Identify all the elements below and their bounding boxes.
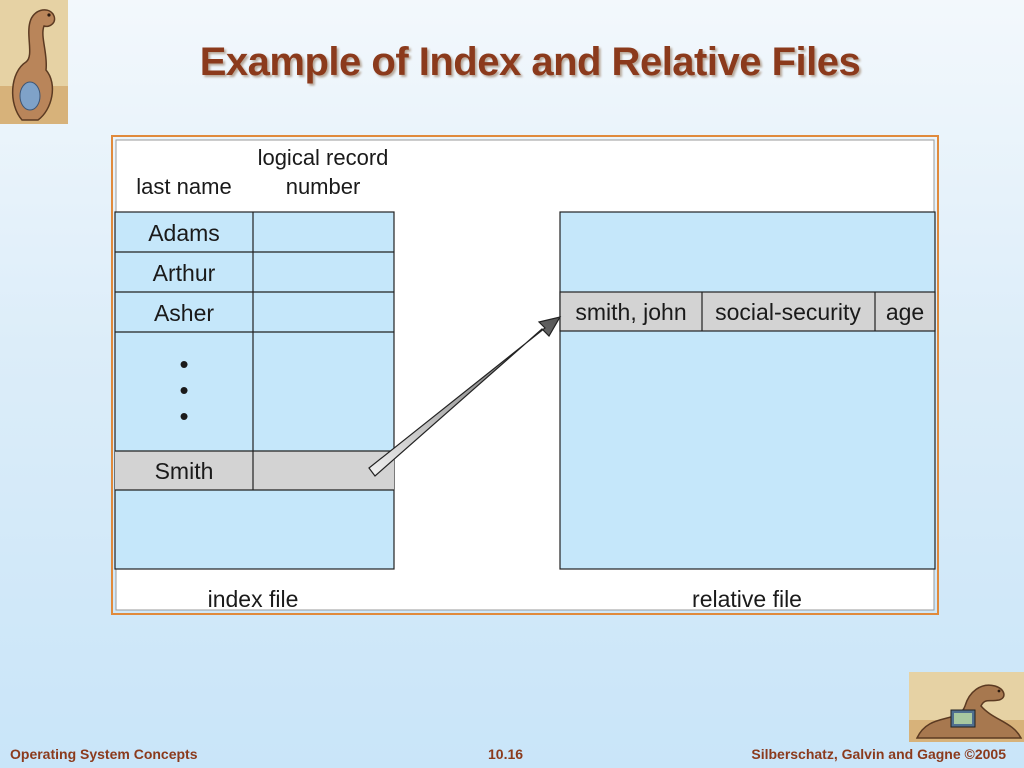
index-header-logical-record: logical record xyxy=(258,145,389,170)
figure-frame xyxy=(111,135,939,615)
index-row-arthur: Arthur xyxy=(153,260,216,286)
relative-field-name: smith, john xyxy=(575,299,686,325)
index-row-adams: Adams xyxy=(148,220,220,246)
index-row-asher: Asher xyxy=(154,300,214,326)
footer-slide-number: 10.16 xyxy=(488,746,524,762)
relative-file-caption: relative file xyxy=(692,586,802,612)
relative-file-table xyxy=(559,211,936,570)
ellipsis-dot-3: • xyxy=(179,401,188,431)
dinosaur-laptop-icon xyxy=(909,672,1024,742)
footer-copyright: Silberschatz, Galvin and Gagne ©2005 xyxy=(751,746,1006,762)
ellipsis-dot-2: • xyxy=(179,375,188,405)
index-header-number: number xyxy=(286,174,361,199)
index-row-smith: Smith xyxy=(155,458,214,484)
slide-title: Example of Index and Relative Files xyxy=(199,40,861,84)
relative-field-social-security: social-security xyxy=(715,299,861,325)
index-relative-diagram: last name logical record number Adams Ar… xyxy=(111,135,939,615)
ellipsis-dot-1: • xyxy=(179,349,188,379)
relative-record-row xyxy=(559,291,936,332)
index-file-caption: index file xyxy=(208,586,299,612)
index-row-highlight xyxy=(115,451,394,490)
index-file-table xyxy=(114,211,395,570)
index-header-last-name: last name xyxy=(136,174,231,199)
dinosaur-logo-icon xyxy=(0,0,68,124)
pointer-arrow xyxy=(368,316,562,477)
relative-field-age: age xyxy=(886,299,924,325)
footer-book-title: Operating System Concepts xyxy=(10,746,198,762)
